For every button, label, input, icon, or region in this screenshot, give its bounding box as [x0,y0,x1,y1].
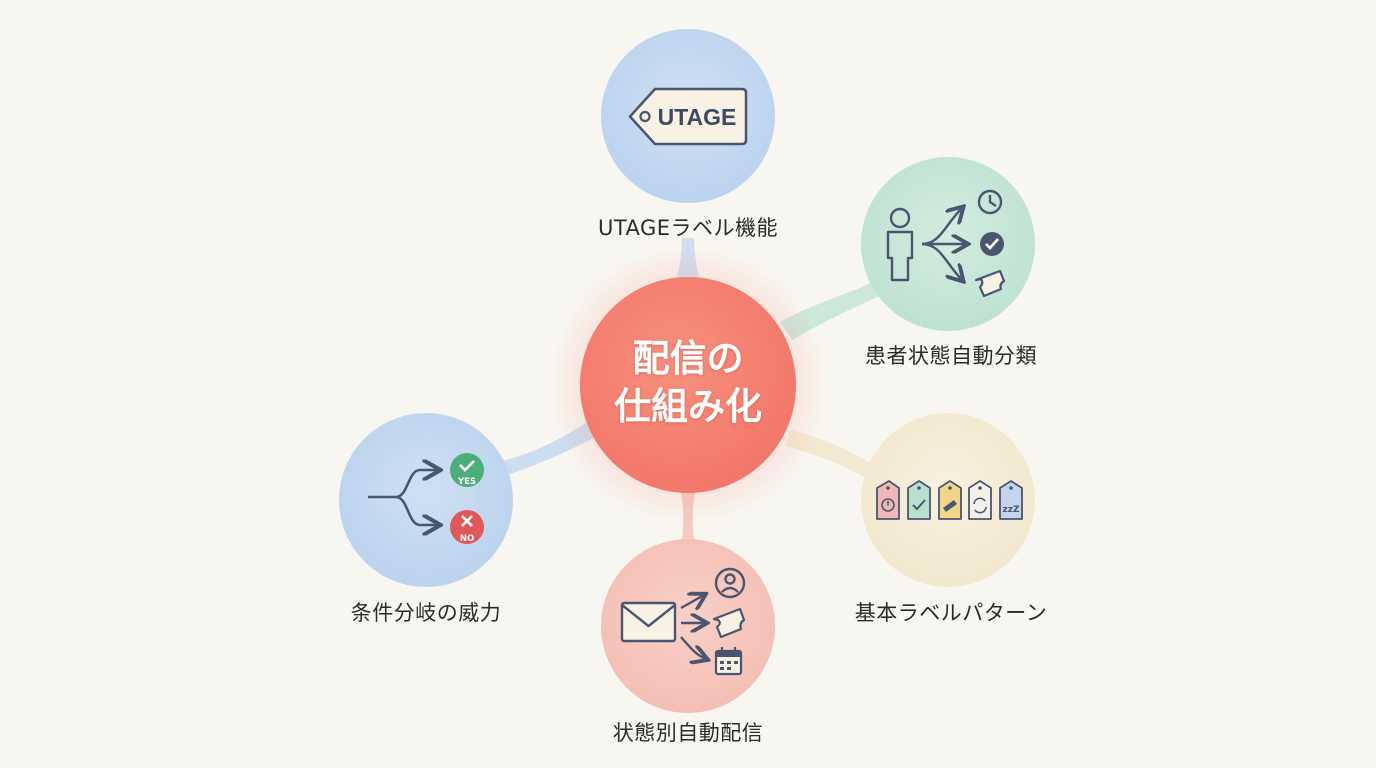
center-title-line2: 仕組み化 [614,385,762,428]
node-label-delivery: 状態別自動配信 [612,721,764,745]
node-label-patient: 患者状態自動分類 [865,344,1037,368]
send-arrows-icon [680,595,706,659]
tag-ticket-icon [938,480,962,520]
center-node [548,245,828,525]
tag-check-icon [907,480,931,520]
yes-badge: YES [450,453,484,487]
svg-text:zzZ: zzZ [1002,505,1019,515]
utage-tag-text: UTAGE [658,104,737,130]
node-utage: UTAGE [601,29,775,203]
tag-sleep-icon: zzZ [999,480,1023,520]
tag-alert-icon [876,480,900,520]
node-label-branch: 条件分岐の威力 [350,601,502,625]
clock-icon [977,189,1003,215]
center-title: 配信の 仕組み化 [614,335,762,431]
node-branch-circle [339,413,513,587]
tag-icon [628,87,748,146]
node-delivery [601,539,775,713]
ticket-icon [974,269,1006,298]
branch-arrows-icon [921,208,966,280]
ticket-icon [712,607,746,639]
branch-fork-icon [368,470,438,525]
person-icon [886,207,914,282]
tag-refresh-icon [968,480,992,520]
user-circle-icon [714,567,746,599]
node-branch: YES NO [339,413,513,587]
check-circle-icon [980,232,1004,256]
center-node-circle [580,277,796,493]
envelope-icon [620,601,677,643]
center-title-line1: 配信の [632,337,744,380]
no-label: NO [460,534,474,544]
calendar-icon [714,647,743,676]
node-basic: zzZ [861,413,1035,587]
node-label-utage: UTAGEラベル機能 [597,216,779,240]
node-label-basic: 基本ラベルパターン [854,601,1048,625]
node-patient [861,157,1035,331]
yes-label: YES [457,477,476,487]
no-badge: NO [450,510,484,544]
